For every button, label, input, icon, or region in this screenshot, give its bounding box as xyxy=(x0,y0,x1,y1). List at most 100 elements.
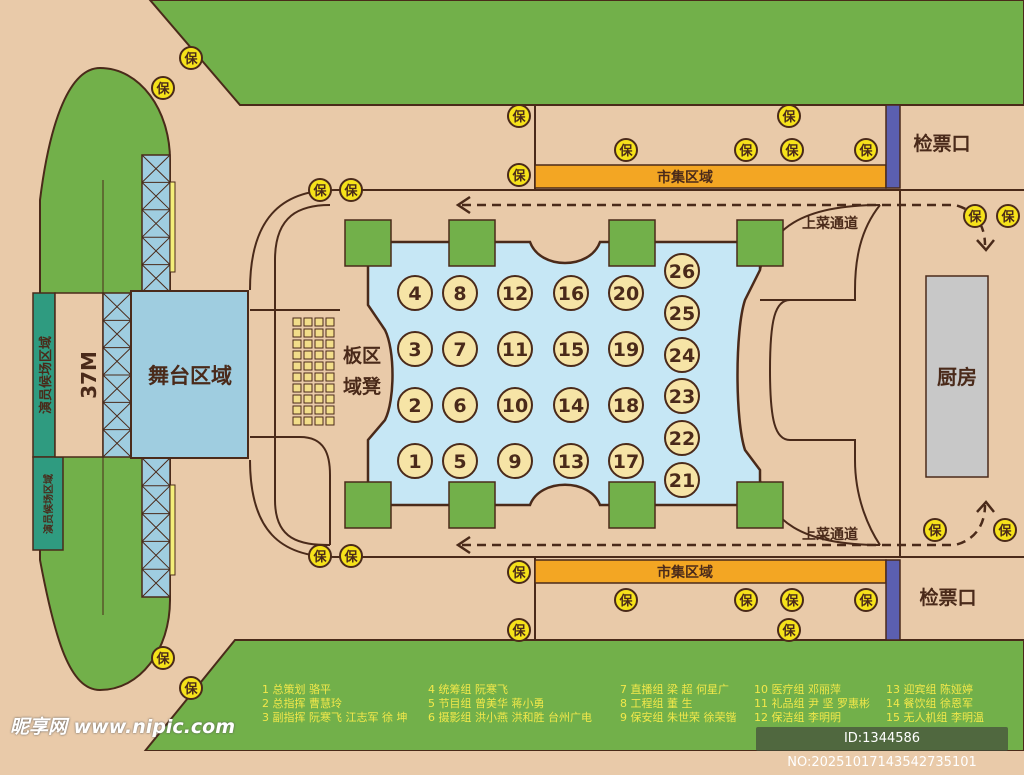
security-badge-label: 保 xyxy=(967,209,982,225)
security-badge-label: 保 xyxy=(183,51,198,67)
security-badge xyxy=(734,138,758,162)
security-badge-label: 保 xyxy=(183,681,198,697)
ticket-gate-bottom xyxy=(885,559,901,641)
legend-item: 11 礼品组 尹 坚 罗惠彬 xyxy=(754,697,870,710)
green-pillars xyxy=(344,219,784,529)
security-badge xyxy=(854,138,878,162)
legend-item: 13 迎宾组 陈娅婷 xyxy=(886,683,973,696)
green-pillar xyxy=(344,481,392,529)
width-zone xyxy=(54,292,104,458)
truss-brace xyxy=(102,347,132,376)
truss-brace xyxy=(141,513,171,542)
bench-seat xyxy=(303,339,313,349)
bench-seat xyxy=(292,339,302,349)
truss-brace xyxy=(102,292,132,321)
table-circle xyxy=(442,387,478,423)
bench-seat xyxy=(325,350,335,360)
security-badge xyxy=(614,138,638,162)
bench-seat xyxy=(325,372,335,382)
bench-seat xyxy=(314,339,324,349)
legend-item: 2 总指挥 曹慧玲 xyxy=(262,697,342,710)
table-circle xyxy=(497,331,533,367)
table-number: 4 xyxy=(408,283,421,305)
serving-bottom-label: 上菜通道 xyxy=(802,526,858,543)
security-badge-label: 保 xyxy=(511,168,526,184)
security-badge xyxy=(507,560,531,584)
bench-seat xyxy=(303,361,313,371)
table-number: 6 xyxy=(453,395,466,417)
green-pillar xyxy=(448,219,496,267)
security-badge xyxy=(777,104,801,128)
bench-seat xyxy=(303,383,313,393)
truss-brace xyxy=(141,209,171,238)
green-pillar xyxy=(608,219,656,267)
truss-brace xyxy=(141,236,171,265)
security-badge-label: 保 xyxy=(343,549,358,565)
table-number: 10 xyxy=(502,395,528,417)
table-circle xyxy=(397,387,433,423)
ticket-bottom-label: 检票口 xyxy=(919,586,976,609)
bench-seat xyxy=(325,328,335,338)
bench-seat xyxy=(314,350,324,360)
security-badge-label: 保 xyxy=(781,623,796,639)
truss-brace xyxy=(102,429,132,458)
table-number: 22 xyxy=(669,428,695,450)
security-badge-label: 保 xyxy=(997,523,1012,539)
waiting-area-2 xyxy=(32,456,64,551)
serving-top-label: 上菜通道 xyxy=(802,215,858,232)
legend-item: 10 医疗组 邓丽萍 xyxy=(754,683,841,696)
security-badge xyxy=(151,646,175,670)
table-circle xyxy=(664,462,700,498)
legend-item: 8 工程组 董 生 xyxy=(620,697,693,710)
security-badge-label: 保 xyxy=(927,523,942,539)
legend-row: 2 总指挥 曹慧玲 5 节目组 曾美华 蒋小勇 8 工程组 董 生 11 礼品组… xyxy=(262,697,1022,711)
green-pillar xyxy=(736,481,784,529)
security-badge xyxy=(993,518,1017,542)
bench-seat xyxy=(292,394,302,404)
security-badge xyxy=(507,618,531,642)
security-badge-label: 保 xyxy=(784,143,799,159)
security-badge-label: 保 xyxy=(858,593,873,609)
legend-item: 12 保洁组 李明明 xyxy=(754,711,841,724)
bench-seat xyxy=(292,350,302,360)
table-circle xyxy=(497,275,533,311)
security-badge-label: 保 xyxy=(511,565,526,581)
table-number: 13 xyxy=(558,451,584,473)
bench-seat xyxy=(292,361,302,371)
truss-brace xyxy=(141,540,171,570)
legend-item: 4 统筹组 阮寒飞 xyxy=(428,683,508,696)
bench-seat xyxy=(314,383,324,393)
security-badge xyxy=(308,544,332,568)
waiting-area-2-label: 演员候场区域 xyxy=(42,474,55,534)
table-number: 12 xyxy=(502,283,528,305)
stage-label: 舞台区域 xyxy=(148,364,232,388)
table-number: 25 xyxy=(669,303,695,325)
security-badge-label: 保 xyxy=(781,109,796,125)
security-badge-label: 保 xyxy=(784,593,799,609)
bench-seat xyxy=(303,350,313,360)
table-number: 16 xyxy=(558,283,584,305)
waiting-area-1-label: 演员候场区域 xyxy=(38,336,54,414)
watermark: 昵享网 www.nipic.com xyxy=(10,716,236,738)
truss-brace xyxy=(102,319,132,349)
table-number: 18 xyxy=(613,395,639,417)
security-badge-label: 保 xyxy=(618,593,633,609)
green-pillar xyxy=(608,481,656,529)
legend-row: 1 总策划 骆平 4 统筹组 阮寒飞 7 直播组 梁 超 何星广 10 医疗组 … xyxy=(262,683,1022,697)
security-badge xyxy=(963,204,987,228)
security-badge xyxy=(308,178,332,202)
kitchen-label: 厨房 xyxy=(937,365,977,389)
table-circle xyxy=(664,337,700,373)
security-badge-label: 保 xyxy=(155,651,170,667)
table-number: 2 xyxy=(408,395,421,417)
table-circle xyxy=(497,443,533,479)
table-circle xyxy=(608,387,644,423)
width-marker: 37M xyxy=(77,351,101,399)
bench-seat xyxy=(292,383,302,393)
bench-seats xyxy=(292,317,335,426)
table-circles: 4321876512111091615141320191817262524232… xyxy=(397,253,700,498)
ticket-gate-top xyxy=(885,104,901,189)
security-badge xyxy=(179,46,203,70)
bench-seat xyxy=(292,416,302,426)
market-bottom-label: 市集区域 xyxy=(657,564,713,581)
